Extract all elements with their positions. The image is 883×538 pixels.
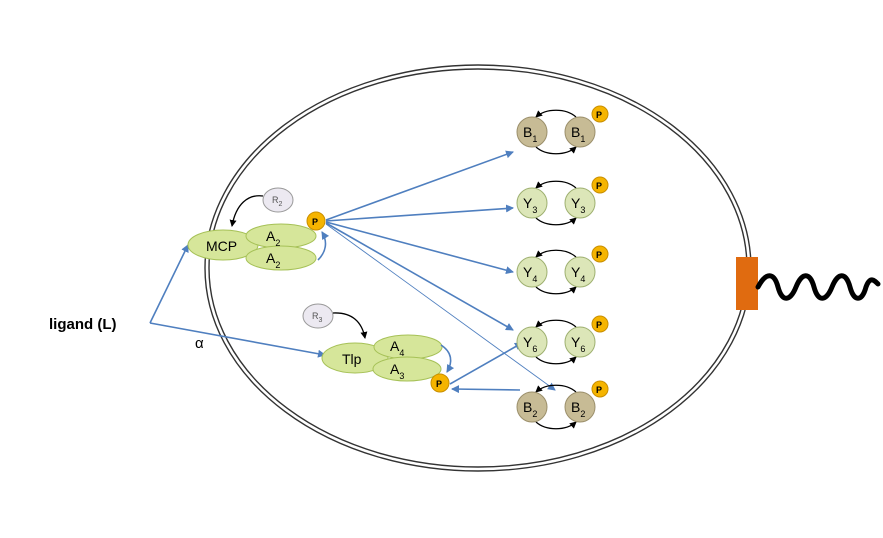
regulator-pair-y3: Y3 Y3 P [516, 176, 609, 226]
regulator-right-circle [564, 187, 596, 219]
dephos-arrow [535, 180, 577, 189]
regulator-left-circle [516, 116, 548, 148]
phos-arrow [535, 356, 577, 365]
phos-arrow [535, 421, 577, 430]
regulator-pair-b2: B2 B2 P [516, 380, 609, 430]
mcp-label: MCP [206, 238, 237, 254]
regulator-left-label: B2 [523, 399, 537, 419]
ligand-to-mcp-arrow [149, 244, 189, 324]
regulator-left-circle [516, 326, 548, 358]
regulator-left-label: Y6 [523, 334, 537, 354]
regulator-phospho-label: P [596, 320, 602, 330]
regulator-right-label: Y4 [571, 264, 585, 284]
mcp-to-y6-arrow [325, 222, 514, 331]
flagellum [755, 273, 881, 301]
mcp-phospho [306, 211, 326, 231]
regulator-phospho [591, 315, 609, 333]
regulator-left-label: Y4 [523, 264, 537, 284]
mcp-to-y3-arrow [325, 204, 514, 222]
regulator-right-label: B2 [571, 399, 585, 419]
mcp-complex: MCP A2 A2 P [187, 211, 330, 271]
phos-arrow [535, 146, 577, 155]
regulator-left-circle [516, 391, 548, 423]
regulator-right-circle [564, 256, 596, 288]
r2-methylesterase: R2 [229, 187, 294, 227]
regulator-pair-y4: Y4 Y4 P [516, 245, 609, 295]
regulator-phospho [591, 105, 609, 123]
regulator-right-circle [564, 326, 596, 358]
regulator-right-circle [564, 116, 596, 148]
tlp-a-top-label: A4 [390, 338, 404, 358]
mcp-to-b2-arrow [325, 223, 556, 391]
tlp-a-bot-label: A3 [390, 361, 404, 381]
tlp-a3 [372, 356, 442, 382]
ligand-label: ligand (L) [49, 316, 117, 333]
r3-methylesterase: R3 [302, 303, 368, 339]
regulator-phospho [591, 176, 609, 194]
tlp-phospho-label: P [436, 379, 442, 389]
mcp-autophos-arrow [317, 231, 330, 261]
tlp-to-y6-arrow [449, 342, 523, 385]
regulator-phospho-label: P [596, 250, 602, 260]
regulator-left-circle [516, 187, 548, 219]
tlp-receptor [321, 342, 389, 374]
r2-arrow [229, 195, 264, 227]
flagellar-motor [736, 257, 758, 310]
tlp-label: Tlp [342, 351, 362, 367]
mcp-phospho-label: P [312, 217, 318, 227]
tlp-autophos-arrow [440, 344, 455, 373]
regulator-phospho-label: P [596, 385, 602, 395]
r3-arrow [332, 312, 368, 339]
regulator-left-label: B1 [523, 124, 537, 144]
alpha-label: α [195, 335, 204, 352]
dephos-arrow [535, 249, 577, 258]
tlp-phospho [430, 373, 450, 393]
regulator-right-label: Y6 [571, 334, 585, 354]
dephos-arrow [535, 384, 577, 393]
regulator-pair-b1: B1 B1 P [516, 105, 609, 155]
mcp-to-y4-arrow [325, 221, 514, 275]
regulator-right-label: Y3 [571, 195, 585, 215]
regulator-phospho [591, 380, 609, 398]
regulator-right-circle [564, 391, 596, 423]
tlp-complex: Tlp A4 A3 P [321, 334, 455, 393]
tlp-a4 [373, 334, 443, 360]
regulator-phospho-label: P [596, 110, 602, 120]
regulator-left-circle [516, 256, 548, 288]
mcp-a2-top [245, 223, 317, 249]
regulator-pair-y6: Y6 Y6 P [516, 315, 609, 365]
dephos-arrow [535, 319, 577, 328]
dephos-arrow [535, 109, 577, 118]
mcp-a-bot-label: A2 [266, 250, 280, 270]
regulator-phospho [591, 245, 609, 263]
phos-arrow [535, 286, 577, 295]
mcp-to-b1-arrow [325, 150, 514, 221]
mcp-a-top-label: A2 [266, 228, 280, 248]
regulator-phospho-label: P [596, 181, 602, 191]
regulator-right-label: B1 [571, 124, 585, 144]
r2-label: R2 [272, 195, 283, 208]
ligand-to-tlp-arrow [149, 322, 326, 358]
regulator-left-label: Y3 [523, 195, 537, 215]
mcp-a2-bottom [245, 245, 317, 271]
r3-label: R3 [312, 311, 323, 324]
phos-arrow [535, 217, 577, 226]
b2-to-tlp-arrow [451, 385, 521, 394]
